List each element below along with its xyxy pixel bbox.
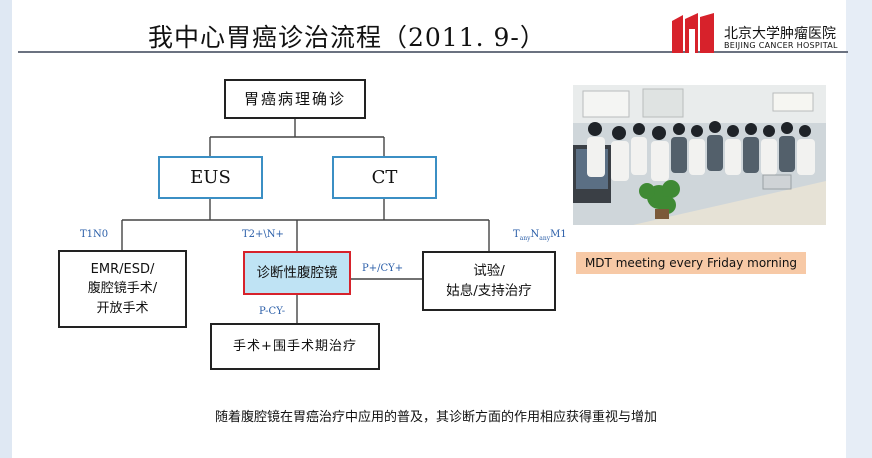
label-tany-nany-m1: TanyNanyM1 [513,229,567,242]
label-p-cy-negative: P-CY- [259,306,286,317]
mdt-team-photo [573,85,826,225]
eus-box: EUS [158,156,263,199]
title-underline [18,51,848,53]
ct-box: CT [332,156,437,199]
early-treatment-box: EMR/ESD/ 腹腔镜手术/ 开放手术 [58,250,187,328]
slide-caption: 随着腹腔镜在胃癌治疗中应用的普及，其诊断方面的作用相应获得重视与增加 [214,410,657,425]
label-t2-n: T2+\N+ [242,229,284,240]
trial-palliative-line-2: 姑息/支持治疗 [446,283,532,299]
right-edge-band [846,0,872,458]
trial-palliative-line-1: 试验/ [473,262,505,279]
label-t1n0: T1N0 [80,229,109,240]
logo-name-cn: 北京大学肿瘤医院 [724,26,836,42]
early-treatment-line-1: EMR/ESD/ [90,261,155,277]
left-edge-band [0,0,12,458]
mdt-note: MDT meeting every Friday morning [576,252,806,274]
label-p-cy-positive: P+/CY+ [362,263,404,274]
surgery-perioperative-box: 手术+围手术期治疗 [210,323,380,370]
pathology-confirmed-box: 胃癌病理确诊 [224,79,366,119]
early-treatment-line-2: 腹腔镜手术/ [87,281,158,297]
early-treatment-line-3: 开放手术 [96,300,149,316]
diagnostic-laparoscopy-box: 诊断性腹腔镜 [243,251,351,295]
hospital-logo-icon [672,13,714,53]
logo-name-en: BEIJING CANCER HOSPITAL [724,41,838,50]
trial-palliative-box: 试验/ 姑息/支持治疗 [422,251,556,311]
slide-title: 我中心胃癌诊治流程（2011. 9-） [148,23,546,52]
